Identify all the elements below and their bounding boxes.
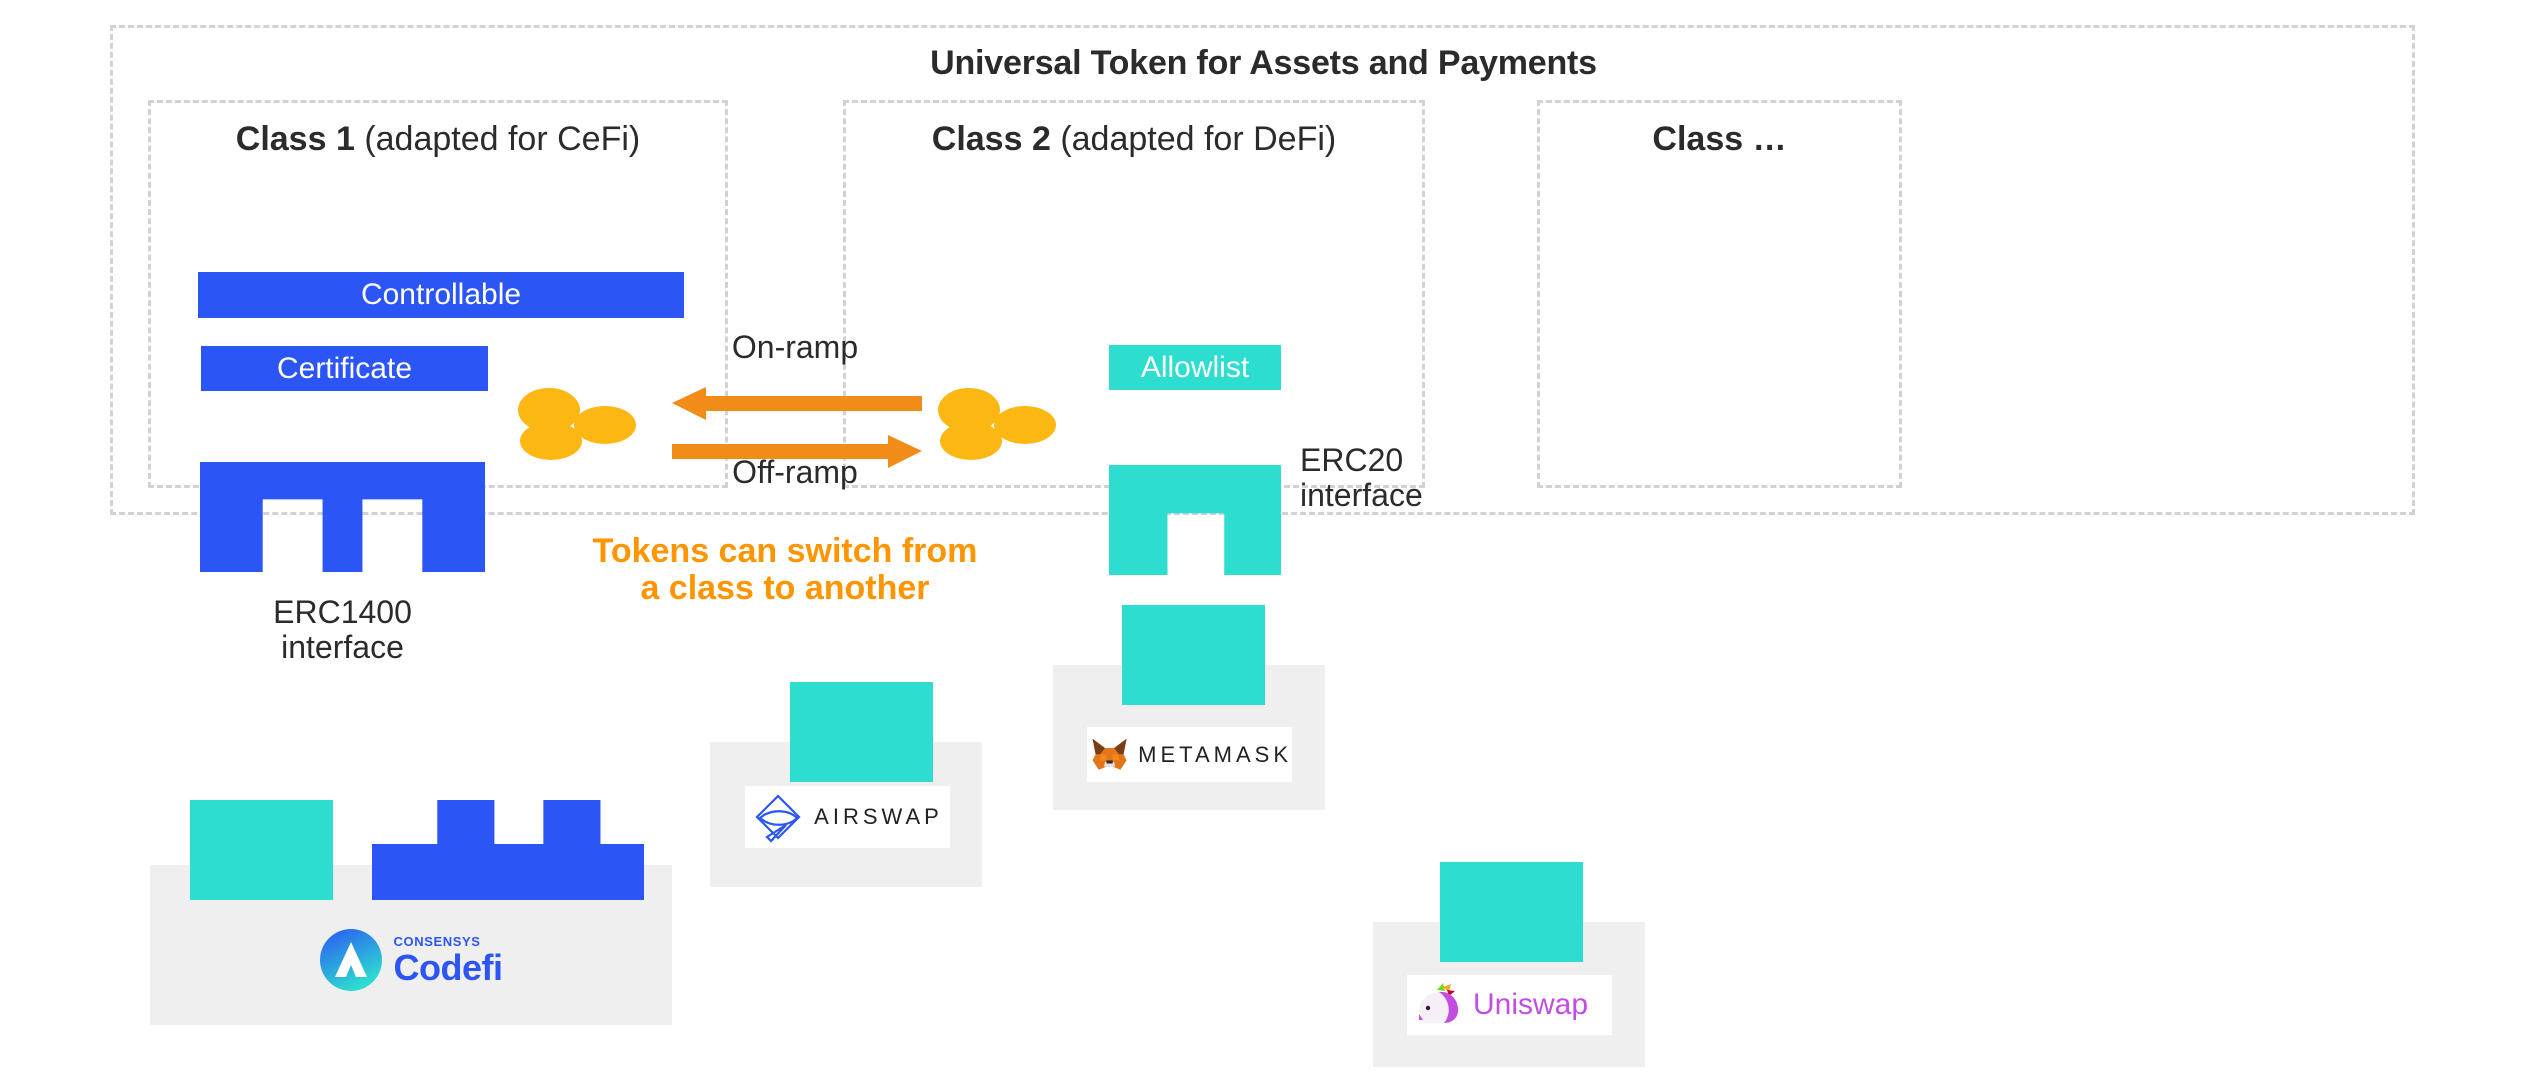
tab-base: [1122, 649, 1265, 705]
class-1-name: Class 1: [235, 120, 355, 158]
tokens-switch-callout: Tokens can switch from a class to anothe…: [460, 532, 1110, 608]
coin-shape: [940, 422, 1002, 460]
unicorn-icon: [1419, 983, 1459, 1023]
callout-line-1: Tokens can switch from: [592, 532, 978, 570]
erc1400-puzzle-piece: [200, 462, 485, 572]
tab-stem: [1491, 862, 1532, 909]
codefi-blue-puzzle-piece: [372, 800, 644, 900]
class-1-qualifier: (adapted for CeFi): [364, 120, 641, 158]
arrow-right-icon: [672, 435, 922, 468]
chip-controllable: Controllable: [198, 272, 684, 318]
erc20-label-line2: interface: [1300, 476, 1423, 513]
erc1400-interface-label: ERC1400 interface: [200, 595, 485, 664]
metamask-fox-icon: [1092, 738, 1127, 770]
chip-certificate: Certificate: [201, 346, 488, 391]
codefi-teal-puzzle-tab: [190, 800, 333, 900]
class-n-name: Class …: [1652, 120, 1787, 158]
tab-stem: [1173, 605, 1214, 652]
off-ramp-label: Off-ramp: [732, 454, 858, 490]
arrow-left-icon: [672, 387, 922, 420]
codefi-wordmark: CONSENSYS Codefi: [393, 933, 504, 988]
airswap-logo: AIRSWAP: [745, 786, 950, 848]
chip-allowlist: Allowlist: [1109, 345, 1281, 390]
airswap-diamond-icon: [755, 794, 801, 843]
on-ramp-label: On-ramp: [731, 329, 859, 365]
tab-base: [1440, 906, 1583, 962]
codefi-name-text: Codefi: [393, 946, 504, 988]
class-2-title: Class 2 (adapted for DeFi): [843, 120, 1425, 159]
airswap-wordmark: AIRSWAP: [814, 804, 943, 829]
page-title: Universal Token for Assets and Payments: [930, 44, 1597, 82]
uniswap-logo: Uniswap: [1407, 975, 1612, 1035]
callout-line-2: a class to another: [640, 569, 930, 608]
codefi-consensys-text: CONSENSYS: [393, 933, 481, 949]
erc20-puzzle-piece: [1109, 465, 1281, 575]
codefi-logo: CONSENSYS Codefi: [300, 925, 522, 995]
token-coins-icon-right: [938, 384, 1088, 464]
class-n-container: [1537, 100, 1902, 488]
coin-shape: [574, 406, 636, 444]
token-coins-icon-left: [518, 384, 668, 464]
ramp-arrows: [672, 387, 922, 468]
uniswap-wordmark: Uniswap: [1473, 988, 1589, 1021]
coin-shape: [994, 406, 1056, 444]
codefi-logo-icon: [319, 929, 382, 991]
class-n-title: Class …: [1537, 120, 1902, 159]
erc20-interface-label: ERC20 interface: [1300, 443, 1510, 512]
erc1400-label-line1: ERC1400: [273, 594, 412, 630]
airswap-puzzle-tab: [790, 682, 933, 782]
uniswap-puzzle-tab: [1440, 862, 1583, 962]
tab-base: [790, 726, 933, 782]
tab-stem: [841, 682, 882, 729]
erc1400-label-line2: interface: [281, 628, 404, 665]
class-1-title: Class 1 (adapted for CeFi): [148, 120, 728, 159]
tab-base: [190, 844, 333, 900]
metamask-puzzle-tab: [1122, 605, 1265, 705]
metamask-logo: METAMASK: [1087, 727, 1292, 782]
erc20-label-line1: ERC20: [1300, 442, 1404, 478]
coin-shape: [520, 422, 582, 460]
tab-stem: [241, 800, 282, 847]
class-2-qualifier: (adapted for DeFi): [1060, 120, 1337, 158]
class-2-name: Class 2: [931, 120, 1051, 158]
metamask-wordmark: METAMASK: [1138, 741, 1292, 767]
